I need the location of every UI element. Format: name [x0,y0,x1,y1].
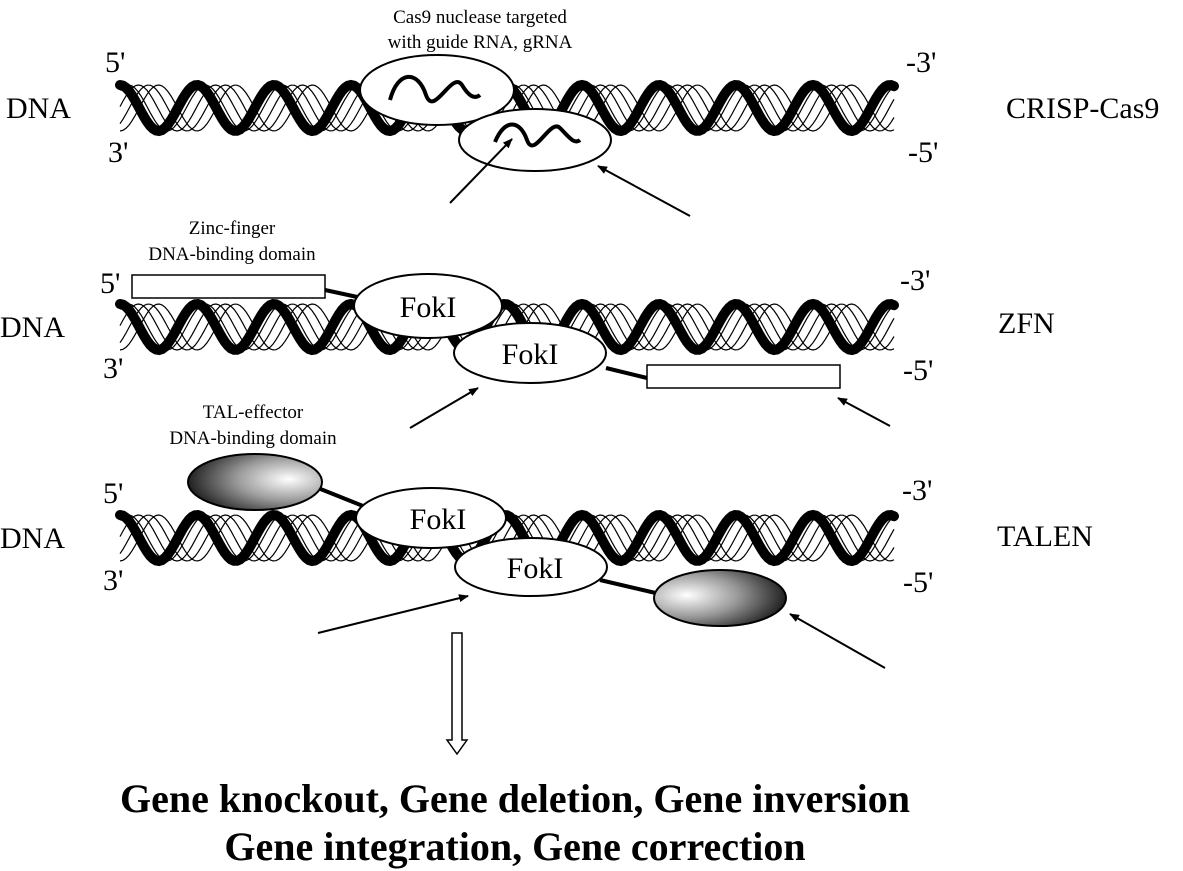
talen-cut-arrow-right [789,613,886,669]
zfn-dna-label: DNA [0,311,65,344]
talen-method-label: TALEN [997,520,1093,553]
cas9-annotation-line-1: Cas9 nuclease targeted [393,7,567,28]
talen-linker-right [599,578,661,596]
zinc-finger-annotation-line-2: DNA-binding domain [148,244,316,265]
zfn-foki-upper: FokI [353,273,503,339]
crispr-dna-label: DNA [6,92,71,125]
talen-5prime-end-label: -5' [903,566,933,599]
talen-5prime-label: 5' [103,477,123,510]
zfn-linker-right [605,366,648,380]
talen-row: DNA 5' 3' -3' -5' TALEN TAL-effector DNA… [0,402,1093,669]
grna-wave-lower [493,122,582,148]
talen-dna-label: DNA [0,522,65,555]
crispr-5prime-label: 5' [105,46,125,79]
zfn-3prime-label: 3' [103,352,123,385]
talen-cut-arrow-left [317,594,469,634]
talen-foki-upper-label: FokI [410,503,467,536]
talen-foki-lower-label: FokI [507,552,564,585]
crispr-3prime-label: 3' [108,136,128,169]
zfn-method-label: ZFN [998,307,1055,340]
zinc-finger-domain-right [646,364,841,389]
zfn-row: DNA 5' 3' -3' -5' ZFN Zinc-finger DNA-bi… [0,218,1055,429]
crispr-3prime-end-label: -3' [906,46,936,79]
talen-foki-lower: FokI [454,537,608,597]
outcome-line-1: Gene knockout, Gene deletion, Gene inver… [120,776,910,821]
talen-foki-upper: FokI [355,487,507,549]
zfn-cut-arrow-left [409,387,479,429]
talen-linker-left [317,486,369,510]
crispr-row: DNA 5' 3' -3' -5' CRISP-Cas9 Cas9 nuclea… [6,7,1159,217]
talen-3prime-end-label: -3' [902,474,932,507]
zfn-3prime-end-label: -3' [900,264,930,297]
zfn-foki-lower: FokI [453,322,607,384]
crispr-method-label: CRISP-Cas9 [1006,92,1159,125]
zfn-foki-upper-label: FokI [400,291,457,324]
tal-effector-domain-right [653,569,787,627]
grna-wave-upper [388,74,482,104]
zinc-finger-domain-left [131,274,326,299]
helix-bold-strand [115,509,899,567]
cas9-upper-ellipse [359,54,515,126]
zfn-foki-lower-label: FokI [502,338,559,371]
tal-effector-annotation-line-1: TAL-effector [203,402,304,423]
zfn-cut-arrow-right [837,397,891,427]
crispr-5prime-end-label: -5' [908,136,938,169]
tal-effector-domain-left [187,453,323,511]
cas9-lower-ellipse [458,108,612,172]
outcome-down-arrow [445,632,469,756]
tal-effector-annotation-line-2: DNA-binding domain [169,428,337,449]
zfn-5prime-end-label: -5' [903,354,933,387]
crispr-cut-arrow-left [449,138,513,204]
cas9-annotation-line-2: with guide RNA, gRNA [388,32,573,53]
helix-bold-strand [115,298,899,356]
zinc-finger-annotation-line-1: Zinc-finger [189,218,276,239]
outcome-line-2: Gene integration, Gene correction [224,824,805,869]
crispr-cut-arrow-right [597,165,691,217]
zfn-5prime-label: 5' [100,267,120,300]
talen-3prime-label: 3' [103,564,123,597]
